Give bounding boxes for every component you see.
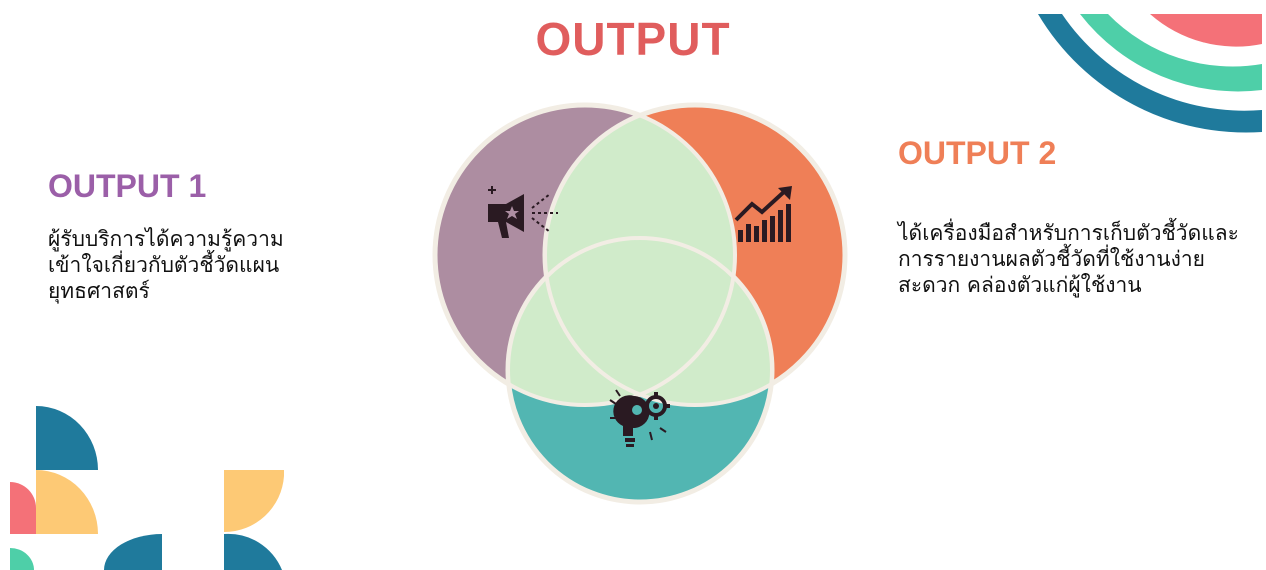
megaphone-icon — [488, 186, 558, 238]
shape-yellow-quarter — [36, 470, 98, 534]
shape-blue-quarter-right — [224, 533, 282, 570]
output2-heading: OUTPUT 2 — [898, 135, 1057, 171]
shape-blue-half-bottom — [104, 534, 162, 570]
arc-teal — [1080, 14, 1262, 92]
output1-description: ผู้รับบริการได้ความรู้ความเข้าใจเกี่ยวกั… — [48, 227, 284, 303]
top-right-arcs — [1038, 14, 1262, 133]
idea-gear-icon — [609, 389, 670, 447]
output1-heading: OUTPUT 1 — [48, 168, 207, 204]
page-title: OUTPUT — [535, 13, 731, 65]
shape-coral-half — [10, 482, 36, 534]
bottom-left-shapes — [10, 406, 284, 570]
arc-blue — [1038, 14, 1262, 133]
shape-teal-bottom — [10, 548, 34, 570]
shape-yellow-quarter-right — [224, 470, 284, 533]
output2-description: ได้เครื่องมือสำหรับการเก็บตัวชี้วัดและกา… — [898, 221, 1239, 297]
growth-chart-icon — [734, 186, 792, 242]
shape-blue-quarter-top — [36, 406, 98, 470]
venn-diagram — [432, 102, 848, 505]
arc-coral — [1150, 14, 1262, 47]
